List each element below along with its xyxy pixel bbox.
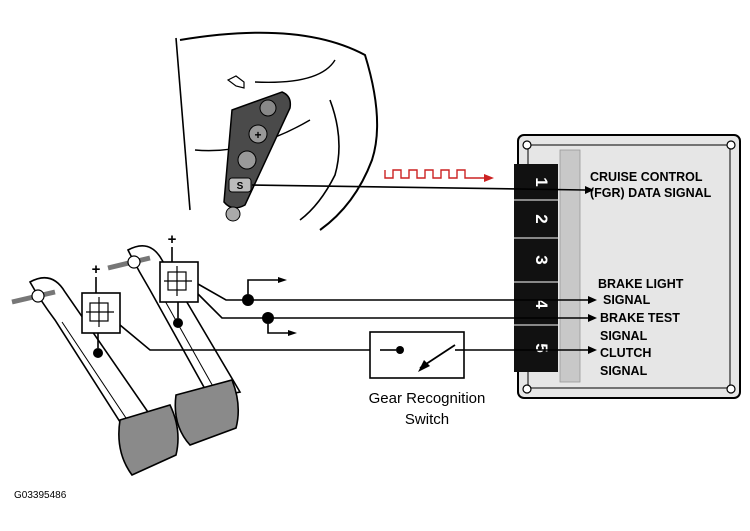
cruise-signal-wire bbox=[251, 184, 594, 194]
brake-light-label-line1: BRAKE LIGHT bbox=[598, 277, 684, 291]
connector-pin-2: 2 bbox=[532, 214, 551, 223]
clutch-wire bbox=[119, 324, 597, 354]
gear-switch-label-line1: Gear Recognition bbox=[369, 390, 486, 407]
brake-switch-ground-point bbox=[173, 318, 183, 328]
clutch-pedal-switch: + bbox=[81, 261, 121, 358]
brake-pedal bbox=[107, 244, 242, 446]
brake-test-wire bbox=[197, 293, 597, 336]
figure-code: G03395486 bbox=[14, 490, 67, 501]
clutch-pedal bbox=[11, 276, 179, 476]
brake-test-label-line2: SIGNAL bbox=[600, 329, 648, 343]
clutch-switch-ground-point bbox=[93, 348, 103, 358]
mount-screw-bottom-left bbox=[522, 384, 532, 394]
steering-button-s-label: S bbox=[237, 181, 244, 192]
cruise-control-label-line1: CRUISE CONTROL bbox=[590, 170, 703, 184]
gear-switch-label-line2: Switch bbox=[405, 411, 449, 428]
brake-light-label-line2: SIGNAL bbox=[603, 293, 651, 307]
control-module: 1 2 3 4 5 bbox=[514, 134, 741, 399]
connector-pin-4: 4 bbox=[532, 299, 551, 309]
mount-screw-top-right bbox=[726, 140, 736, 150]
mount-screw-bottom-right bbox=[726, 384, 736, 394]
clutch-switch-plus-symbol: + bbox=[92, 261, 101, 278]
connector-pin-1: 1 bbox=[532, 177, 551, 186]
mount-screw-top-left bbox=[522, 140, 532, 150]
cruise-control-label-line2: (FGR) DATA SIGNAL bbox=[590, 186, 712, 200]
brake-switch-plus-symbol: + bbox=[168, 231, 177, 248]
brake-test-label-line1: BRAKE TEST bbox=[600, 311, 680, 325]
module-connector bbox=[514, 164, 558, 372]
brake-light-wire bbox=[197, 277, 597, 306]
clutch-label-line2: SIGNAL bbox=[600, 364, 648, 378]
steering-wheel: + S bbox=[175, 31, 379, 231]
connector-pin-3: 3 bbox=[532, 255, 551, 264]
connector-pin-5: 5 bbox=[532, 343, 551, 352]
gear-recognition-switch bbox=[369, 331, 465, 379]
clutch-label-line1: CLUTCH bbox=[600, 346, 651, 360]
svg-text:+: + bbox=[254, 128, 261, 142]
brake-pedal-switch: + bbox=[159, 231, 199, 328]
data-pulse-signal-icon bbox=[384, 169, 494, 182]
